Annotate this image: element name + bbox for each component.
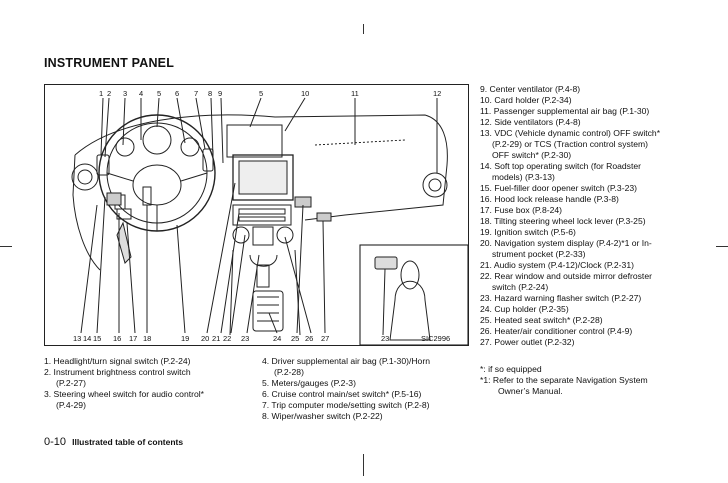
- legend-item: 23. Hazard warning flasher switch (P.2-2…: [480, 293, 642, 303]
- crop-mark-left: [0, 246, 12, 247]
- callout-12: 12: [433, 89, 441, 98]
- legend-list-left2: 4. Driver supplemental air bag (P.1-30)/…: [262, 356, 472, 422]
- legend-item: 17. Fuse box (P.8-24): [480, 205, 563, 215]
- legend-item: 12. Side ventilators (P.4-8): [480, 117, 581, 127]
- callout-22: 22: [223, 334, 231, 343]
- callout-3: 3: [123, 89, 127, 98]
- callout-15: 15: [93, 334, 101, 343]
- callout-18: 18: [143, 334, 151, 343]
- legend-item: 6. Cruise control main/set switch* (P.5-…: [262, 389, 422, 399]
- legend-item-cont: models) (P.3-13): [492, 172, 555, 182]
- callout-16: 16: [113, 334, 121, 343]
- callout-2: 2: [107, 89, 111, 98]
- legend-item: 11. Passenger supplemental air bag (P.1-…: [480, 106, 650, 116]
- callout-17: 17: [129, 334, 137, 343]
- legend-item: 9. Center ventilator (P.4-8): [480, 84, 581, 94]
- figure-code: SIC2996: [421, 334, 450, 343]
- callout-25: 25: [291, 334, 299, 343]
- callout-19: 19: [181, 334, 189, 343]
- instrument-panel-drawing: 1 2 3 4 5 6 7 8 9 5 10 11 12 13 14 15 16…: [71, 89, 468, 345]
- legend-item: 4. Driver supplemental air bag (P.1-30)/…: [262, 356, 430, 366]
- legend-item: 22. Rear window and outside mirror defro…: [480, 271, 652, 281]
- callout-20: 20: [201, 334, 209, 343]
- legend-item: 20. Navigation system display (P.4-2)*1 …: [480, 238, 652, 248]
- footnotes: *: if so equipped *1: Refer to the separ…: [480, 364, 720, 397]
- callout-13: 13: [73, 334, 81, 343]
- page-number: 0-10: [44, 436, 67, 448]
- legend-item: 1. Headlight/turn signal switch (P.2-24): [44, 356, 191, 366]
- legend-item: 24. Cup holder (P.2-35): [480, 304, 569, 314]
- page-title: INSTRUMENT PANEL: [44, 56, 175, 70]
- legend-item-cont: strument pocket (P.2-33): [492, 249, 586, 259]
- callout-21: 21: [212, 334, 220, 343]
- nav-display-shape: [232, 154, 294, 201]
- left-vent-shape: [71, 163, 99, 191]
- callout-6: 6: [175, 89, 179, 98]
- callout-14: 14: [83, 334, 91, 343]
- legend-item: 7. Trip computer mode/setting switch (P.…: [262, 400, 430, 410]
- legend-item-cont: (P.2-28): [274, 367, 304, 377]
- callout-7: 7: [194, 89, 198, 98]
- callout-10: 10: [301, 89, 309, 98]
- footnote-nav: *1: Refer to the separate Navigation Sys…: [480, 375, 648, 385]
- inset-callout-23: 23: [381, 334, 389, 343]
- legend-item: 3. Steering wheel switch for audio contr…: [44, 389, 205, 399]
- callout-5b: 5: [259, 89, 263, 98]
- crop-mark-top: [363, 24, 364, 34]
- footnote-nav-cont: Owner’s Manual.: [498, 386, 563, 396]
- callout-9: 9: [218, 89, 222, 98]
- legend-item-cont: (P.4-29): [56, 400, 86, 410]
- callout-1: 1: [99, 89, 103, 98]
- legend-item: 8. Wiper/washer switch (P.2-22): [262, 411, 383, 421]
- section-name: Illustrated table of contents: [72, 437, 184, 447]
- legend-item: 2. Instrument brightness control switch: [44, 367, 191, 377]
- callout-23: 23: [241, 334, 249, 343]
- callout-11: 11: [351, 89, 359, 98]
- crop-mark-right: [716, 246, 728, 247]
- legend-item: 27. Power outlet (P.2-32): [480, 337, 575, 347]
- legend-item: 26. Heater/air conditioner control (P.4-…: [480, 326, 633, 336]
- legend-list-right: 9. Center ventilator (P.4-8) 10. Card ho…: [480, 84, 720, 348]
- legend-item: 21. Audio system (P.4-12)/Clock (P.2-31): [480, 260, 634, 270]
- legend-item: 13. VDC (Vehicle dynamic control) OFF sw…: [480, 128, 661, 138]
- instrument-panel-illustration: 1 2 3 4 5 6 7 8 9 5 10 11 12 13 14 15 16…: [44, 84, 469, 346]
- legend-item: 14. Soft top operating switch (for Roads…: [480, 161, 641, 171]
- legend-item-cont: switch (P.2-24): [492, 282, 549, 292]
- callout-27: 27: [321, 334, 329, 343]
- legend-item: 15. Fuel-filler door opener switch (P.3-…: [480, 183, 637, 193]
- legend-item: 16. Hood lock release handle (P.3-8): [480, 194, 619, 204]
- inset-frame: [359, 244, 468, 345]
- legend-item: 19. Ignition switch (P.5-6): [480, 227, 576, 237]
- callout-5: 5: [157, 89, 161, 98]
- cup-holder-shape: [252, 290, 284, 332]
- footnote-equipped: *: if so equipped: [480, 364, 542, 374]
- legend-item-cont: OFF switch* (P.2-30): [492, 150, 572, 160]
- callout-4: 4: [139, 89, 143, 98]
- callout-8: 8: [208, 89, 212, 98]
- legend-item: 25. Heated seat switch* (P.2-28): [480, 315, 603, 325]
- page-footer: 0-10 Illustrated table of contents: [44, 436, 183, 448]
- legend-item-cont: (P.2-29) or TCS (Traction control system…: [492, 139, 649, 149]
- legend-list-left1: 1. Headlight/turn signal switch (P.2-24)…: [44, 356, 254, 411]
- crop-mark-bottom: [363, 454, 364, 476]
- callout-24: 24: [273, 334, 281, 343]
- right-vent-shape: [422, 172, 448, 198]
- legend-item: 18. Tilting steering wheel lock lever (P…: [480, 216, 646, 226]
- legend-item: 5. Meters/gauges (P.2-3): [262, 378, 356, 388]
- callout-26: 26: [305, 334, 313, 343]
- meter-shape: [142, 125, 172, 155]
- legend-item-cont: (P.2-27): [56, 378, 86, 388]
- legend-item: 10. Card holder (P.2-34): [480, 95, 572, 105]
